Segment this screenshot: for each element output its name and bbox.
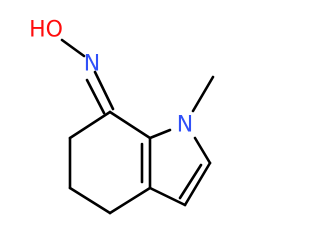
bond-c9-c10 bbox=[68, 186, 112, 215]
bond-c-n-double-a bbox=[93, 70, 115, 111]
bond-c3-c3a bbox=[148, 186, 187, 207]
atom-label-oxime-nitrogen: N bbox=[84, 52, 100, 77]
bond-c7a-n1 bbox=[148, 128, 172, 140]
chemical-structure: HO N N bbox=[29, 18, 215, 215]
atom-label-ring-nitrogen: N bbox=[177, 113, 193, 138]
bond-n1-methyl bbox=[191, 75, 215, 113]
bond-n1-c2 bbox=[193, 136, 212, 165]
bond-c7-c8 bbox=[68, 110, 112, 140]
bond-c2-c3 bbox=[183, 161, 212, 207]
bond-c7-c7a bbox=[108, 110, 152, 140]
atom-label-hydroxyl: HO bbox=[29, 18, 63, 43]
bond-c2-c3-inner bbox=[178, 163, 203, 200]
bond-o-n bbox=[60, 38, 86, 58]
bond-c-n-double-b bbox=[85, 78, 106, 115]
bond-c10-c3a bbox=[108, 186, 152, 215]
